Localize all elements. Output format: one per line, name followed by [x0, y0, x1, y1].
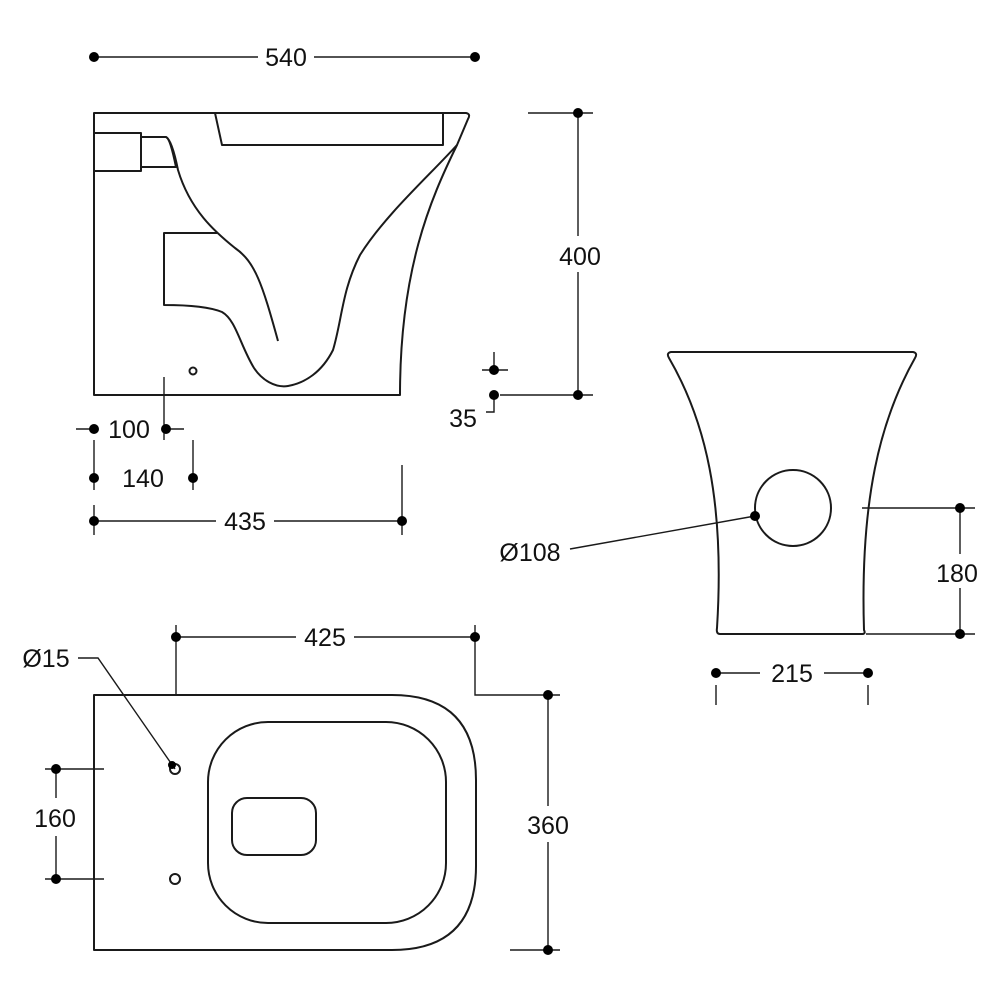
- plan-view: Ø15 425 360 160: [22, 624, 569, 955]
- dim-435: 435: [89, 465, 407, 536]
- bowl-front: [165, 136, 279, 342]
- dim-label: 140: [122, 465, 164, 493]
- dim-540: 540: [89, 44, 480, 72]
- plan-outline: [93, 694, 477, 951]
- dim-215: 215: [711, 660, 873, 705]
- dim-label: 425: [304, 624, 346, 652]
- inlet: [94, 132, 177, 172]
- dim-label: 160: [34, 805, 76, 833]
- dim-label: Ø15: [22, 645, 69, 673]
- front-outline: [666, 351, 918, 635]
- outlet-circle: [754, 469, 832, 547]
- dim-label: Ø108: [499, 539, 560, 567]
- dim-35: 35: [449, 352, 508, 433]
- dim-180: 180: [862, 503, 978, 639]
- dim-label: 435: [224, 508, 266, 536]
- dim-label: 540: [265, 44, 307, 72]
- dim-label: 360: [527, 812, 569, 840]
- dim-label: 100: [108, 416, 150, 444]
- dim-label: 180: [936, 560, 978, 588]
- bowl-opening: [231, 797, 317, 856]
- side-outline: [93, 112, 471, 396]
- dim-160: 160: [34, 764, 104, 884]
- front-view: Ø108 180 215: [499, 351, 978, 705]
- dim-label: 215: [771, 660, 813, 688]
- seat-outline: [207, 721, 447, 924]
- dim-360: 360: [510, 690, 569, 955]
- dim-425: 425: [171, 624, 560, 696]
- seat-rim: [214, 112, 444, 146]
- dim-140: 140: [89, 440, 198, 493]
- dim-label: 400: [559, 243, 601, 271]
- fixing-hole-side: [188, 366, 198, 376]
- dim-100: 100: [76, 377, 184, 444]
- trap: [163, 144, 458, 388]
- side-view: 540 400 35 100 140 435: [76, 44, 601, 536]
- dim-label: 35: [449, 405, 477, 433]
- dim-400: 400: [500, 108, 601, 400]
- fixing-hole: [169, 873, 181, 885]
